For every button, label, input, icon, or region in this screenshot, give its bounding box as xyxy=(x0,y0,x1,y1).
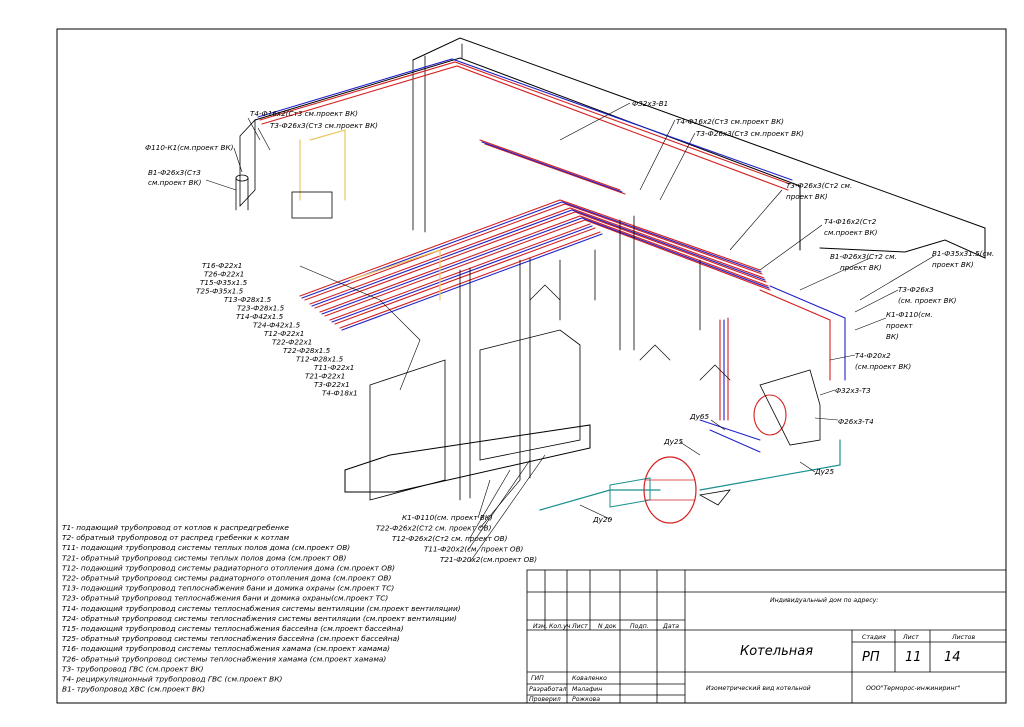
bottom-label: Т22-Ф26х2(Ст2 см. проект ОВ) xyxy=(376,524,492,533)
label-t3-st2-2: проект ВК) xyxy=(786,192,828,201)
stage-value: РП xyxy=(862,650,880,665)
left-stack-label: Т22-Ф28х1.5 xyxy=(283,346,331,355)
legend-item: Т1- подающий трубопровод от котлов к рас… xyxy=(62,523,289,532)
left-stack-label: Т11-Ф22х1 xyxy=(314,363,354,372)
label-k1-f110-1: К1-Ф110(см. xyxy=(886,310,933,319)
legend-item: Т25- обратный трубопровод системы теплос… xyxy=(62,634,400,643)
left-stack-label: Т13-Ф28х1.5 xyxy=(224,295,272,304)
label-f110-k1: Ф110-К1(см.проект ВК) xyxy=(145,143,234,152)
label-f26-t4: Ф26х3-Т4 xyxy=(838,417,874,426)
col-header-data: Дата xyxy=(662,623,679,630)
legend-item: В1- трубопровод ХВС (см.проект ВК) xyxy=(62,685,205,694)
label-t3-f26-1: Т3-Ф26х3 xyxy=(898,285,934,294)
left-stack-label: Т23-Ф28х1.5 xyxy=(237,304,285,313)
legend-item: Т3- трубопровод ГВС (см.проект ВК) xyxy=(62,664,204,673)
drawing-labels: Т4-Ф16х2(Ст3 см.проект ВК) Т3-Ф26х3(Ст3 … xyxy=(145,99,994,524)
label-t4-f20-2: (см.проект ВК) xyxy=(855,362,911,371)
label-t3-top-right: Т3-Ф26х3(Ст3 см.проект ВК) xyxy=(696,129,804,138)
person-checker: Рожкова xyxy=(572,696,600,703)
label-f32-b1: Ф32х3-В1 xyxy=(632,99,668,108)
sheet-value: 11 xyxy=(905,650,922,665)
label-t4-f20-1: Т4-Ф20х2 xyxy=(855,351,891,360)
pipework-group xyxy=(235,37,986,524)
label-b1-st2-1: В1-Ф26х3(Ст2 см. xyxy=(830,252,897,261)
legend-item: Т15- подающий трубопровод системы теплос… xyxy=(62,624,404,633)
legend-item: Т2- обратный трубопровод от распред греб… xyxy=(62,533,290,542)
label-b1-st2-2: проект ВК) xyxy=(840,263,882,272)
legend-item: Т23- обратный трубопровод теплоснабжения… xyxy=(62,594,388,603)
legend-item: Т21- обратный трубопровод системы теплых… xyxy=(62,553,347,562)
stage-header: Стадия xyxy=(862,634,886,641)
bottom-label: Т21-Ф20х2(см.проект ОВ) xyxy=(440,555,537,564)
legend-item: Т12- подающий трубопровод системы радиат… xyxy=(62,563,395,572)
label-t4-st2-1: Т4-Ф16х2(Ст2 xyxy=(824,217,877,226)
leader-lines xyxy=(205,102,935,563)
person-gip: Коваленко xyxy=(572,675,607,682)
company-name: ООО"Терморос-инжиниринг" xyxy=(866,685,961,692)
left-stack-label: Т24-Ф42х1.5 xyxy=(253,321,301,330)
legend-item: Т22- обратный трубопровод системы радиат… xyxy=(62,574,391,583)
left-stack-label: Т26-Ф22х1 xyxy=(204,270,244,279)
col-header-list: Лист xyxy=(571,623,588,630)
pipe-legend: Т1- подающий трубопровод от котлов к рас… xyxy=(62,523,461,694)
drawing-name: Котельная xyxy=(740,644,813,659)
legend-item: Т26- обратный трубопровод системы теплос… xyxy=(62,654,386,663)
role-checker: Проверил xyxy=(529,696,561,703)
legend-item: Т24- обратный трубопровод системы теплос… xyxy=(62,614,457,623)
left-label-stack: Т16-Ф22х1Т26-Ф22х1Т15-Ф35х1.5Т25-Ф35х1.5… xyxy=(196,261,358,398)
label-du20: Ду20 xyxy=(592,515,612,524)
role-gip: ГИП xyxy=(531,675,544,682)
col-header-ndok: N док xyxy=(598,623,617,630)
left-stack-label: Т21-Ф22х1 xyxy=(305,372,345,381)
label-b1-f35-2: проект ВК) xyxy=(932,260,974,269)
bottom-label: Т11-Ф20х2(см. проект ОВ) xyxy=(424,545,524,554)
bottom-label: Т12-Ф26х2(Ст2 см. проект ОВ) xyxy=(392,534,508,543)
legend-item: Т13- подающий трубопровод теплоснабжения… xyxy=(62,584,394,593)
person-developer: Малафин xyxy=(572,686,602,693)
label-t3-st2-1: Т3-Ф26х3(Ст2 см. xyxy=(786,181,852,190)
left-stack-label: Т14-Ф42х1.5 xyxy=(236,312,284,321)
legend-item: Т11- подающий трубопровод системы теплых… xyxy=(62,543,350,552)
left-stack-label: Т12-Ф28х1.5 xyxy=(296,355,344,364)
left-stack-label: Т25-Ф35х1.5 xyxy=(196,287,244,296)
label-f32-t3: Ф32х3-Т3 xyxy=(835,386,871,395)
legend-item: Т14- подающий трубопровод системы теплос… xyxy=(62,604,461,613)
label-t4-st2-2: см.проект ВК) xyxy=(824,228,878,237)
label-t4-top-right: Т4-Ф16х2(Ст3 см.проект ВК) xyxy=(676,117,784,126)
left-stack-label: Т16-Ф22х1 xyxy=(202,261,242,270)
label-du65: Ду65 xyxy=(689,412,709,421)
left-stack-label: Т3-Ф22х1 xyxy=(314,380,350,389)
col-header-kolch: Кол.уч xyxy=(549,623,571,630)
drawing-subtitle: Изометрический вид котельной xyxy=(706,685,811,692)
bottom-label-stack: К1-Ф110(см. проект ВК) Т22-Ф26х2(Ст2 см. … xyxy=(376,513,537,564)
label-k1-f110-2: проект xyxy=(886,321,913,330)
legend-item: Т16- подающий трубопровод системы теплос… xyxy=(62,644,390,653)
label-t4-top-left: Т4-Ф16х2(Ст3 см.проект ВК) xyxy=(250,109,358,118)
left-stack-label: Т22-Ф22х1 xyxy=(272,338,312,347)
label-b1-f35-1: В1-Ф35х31.5(см. xyxy=(932,249,994,258)
left-stack-label: Т15-Ф35х1.5 xyxy=(200,278,248,287)
sheets-header: Листов xyxy=(951,634,975,641)
label-t3-top-left: Т3-Ф26х3(Ст3 см.проект ВК) xyxy=(270,121,378,130)
label-du25-b: Ду25 xyxy=(814,467,834,476)
label-k1-f110-3: ВК) xyxy=(886,332,899,341)
col-header-izm: Изм. xyxy=(533,623,548,630)
bottom-label: К1-Ф110(см. проект ВК) xyxy=(402,513,493,522)
label-t3-f26-2: (см. проект ВК) xyxy=(898,296,957,305)
col-header-podp: Подп. xyxy=(630,623,649,630)
legend-item: Т4- рециркуляционный трубопровод ГВС (см… xyxy=(62,675,282,684)
label-b1-line1: В1-Ф26х3(Ст3 xyxy=(148,168,201,177)
left-stack-label: Т4-Ф18х1 xyxy=(322,389,358,398)
sheets-value: 14 xyxy=(944,650,961,665)
sheet-header: Лист xyxy=(902,634,919,641)
left-stack-label: Т12-Ф22х1 xyxy=(264,329,304,338)
role-developer: Разработал xyxy=(529,685,567,693)
label-du25-a: Ду25 xyxy=(663,437,683,446)
title-block: Индивидуальный дом по адресу: Изм. Кол.у… xyxy=(526,569,1007,704)
address-text: Индивидуальный дом по адресу: xyxy=(770,597,878,604)
label-b1-line2: см.проект ВК) xyxy=(148,178,202,187)
